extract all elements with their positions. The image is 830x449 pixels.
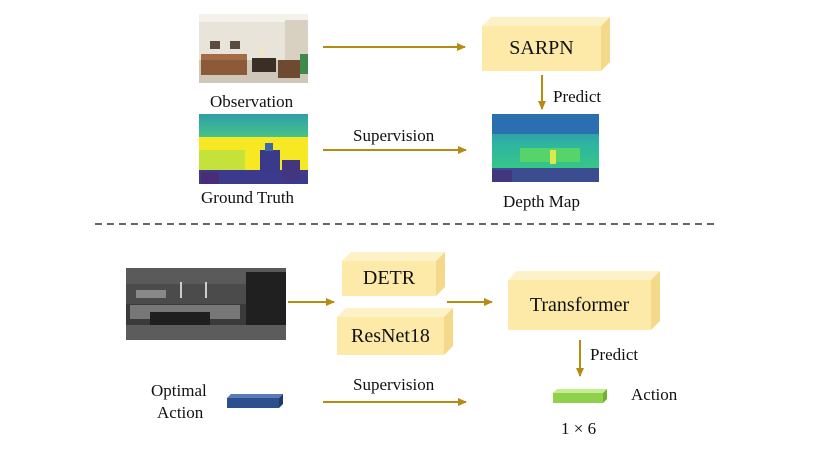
depth-map-label: Depth Map xyxy=(503,192,580,211)
predict-label-top: Predict xyxy=(553,87,602,106)
optimal-label-line2: Action xyxy=(157,403,204,422)
detr-box: DETR xyxy=(342,261,436,296)
detr-label: DETR xyxy=(362,267,416,289)
sarpn-label: SARPN xyxy=(509,37,574,59)
transformer-label: Transformer xyxy=(529,294,630,316)
kitchen-image xyxy=(126,268,286,340)
box-faces xyxy=(337,17,660,355)
supervision-label-bottom: Supervision xyxy=(353,375,435,394)
depth-map-image xyxy=(492,114,599,182)
transformer-box: Transformer xyxy=(508,280,651,330)
optimal-action-tensor xyxy=(227,394,283,408)
predict-label-bottom: Predict xyxy=(590,345,639,364)
optimal-label-line1: Optimal xyxy=(151,381,207,400)
sarpn-box: SARPN xyxy=(482,26,601,71)
supervision-label-top: Supervision xyxy=(353,126,435,145)
observation-image xyxy=(199,14,308,83)
dim-label: 1 × 6 xyxy=(561,419,597,438)
resnet-label: ResNet18 xyxy=(351,325,430,347)
action-tensor xyxy=(553,389,607,403)
arrows xyxy=(288,43,584,406)
observation-label: Observation xyxy=(210,92,294,111)
action-label: Action xyxy=(631,385,678,404)
ground-truth-label: Ground Truth xyxy=(201,188,295,207)
resnet-box: ResNet18 xyxy=(337,317,444,355)
ground-truth-image xyxy=(199,114,308,184)
